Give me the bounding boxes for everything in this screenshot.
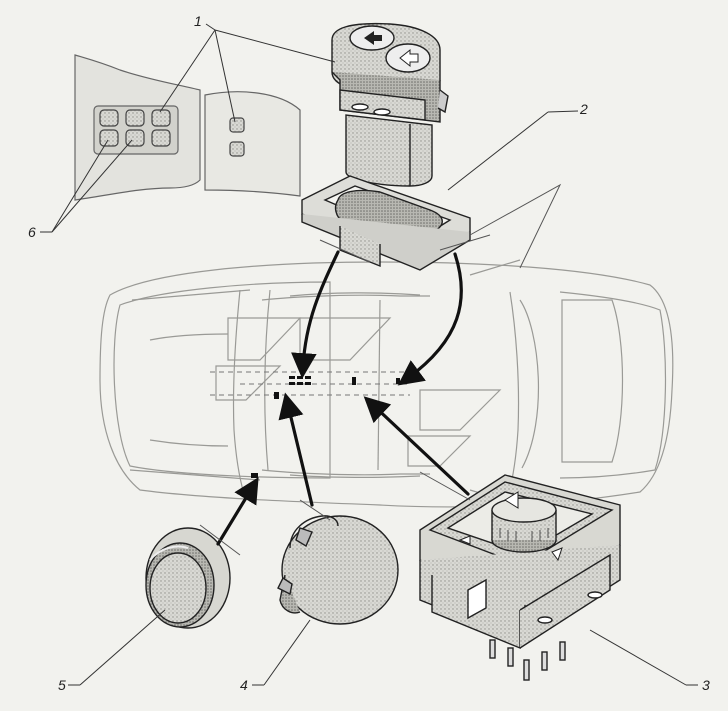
car-body-outline [99, 259, 674, 508]
mirror-adjust-switch [419, 474, 621, 681]
door-window-switch-group [99, 109, 171, 147]
door-panel-inset [74, 54, 301, 201]
callout-1: 1 [194, 13, 202, 29]
round-push-button [145, 527, 231, 629]
callout-5: 5 [58, 677, 66, 693]
window-rocker-switch [331, 22, 449, 187]
callout-2: 2 [580, 101, 588, 117]
callout-leaders [40, 23, 698, 686]
callout-3: 3 [702, 677, 710, 693]
round-plug-cap [277, 515, 399, 625]
assembly-arrows [216, 250, 470, 546]
callout-6: 6 [28, 224, 36, 240]
callout-4: 4 [240, 677, 248, 693]
switch-bezel-frame [301, 175, 471, 271]
